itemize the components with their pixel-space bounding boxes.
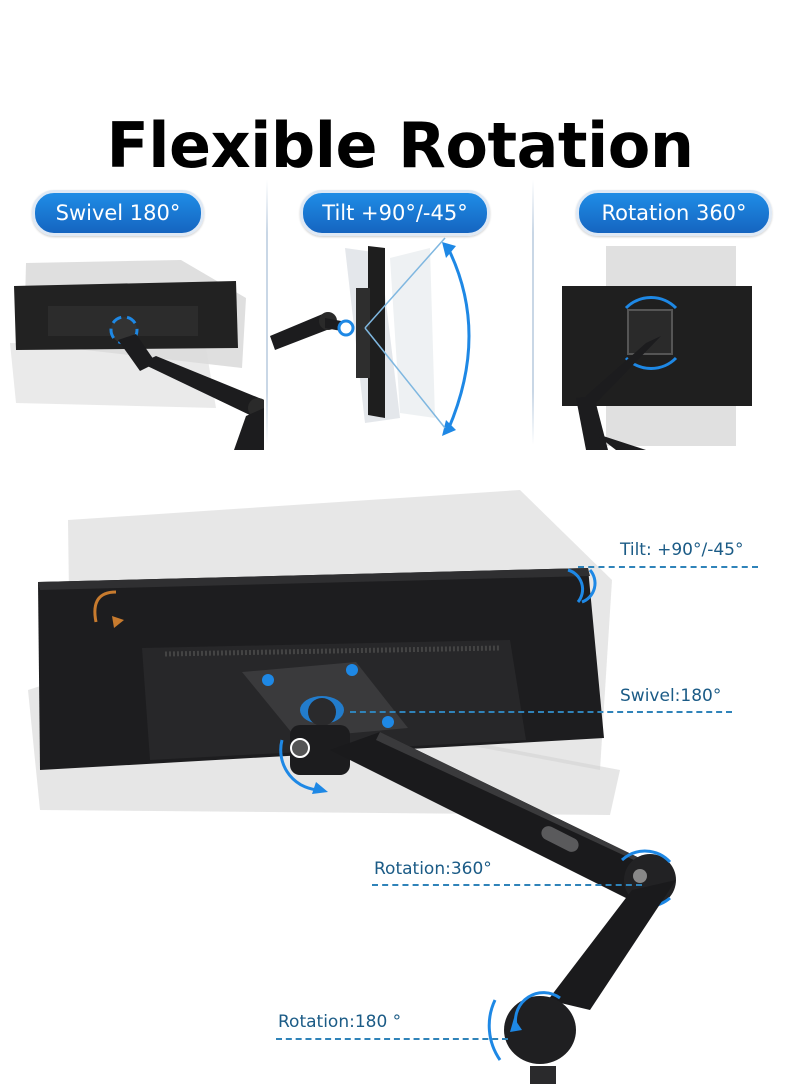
panel-divider <box>532 180 534 445</box>
upper-arm <box>330 732 660 900</box>
rotation180-callout-line <box>276 1038 508 1040</box>
panel-divider <box>266 180 268 445</box>
swivel-illustration <box>10 260 264 450</box>
panel-rotation: Rotation 360° <box>536 168 800 450</box>
panel-swivel: Swivel 180° <box>6 168 264 450</box>
swivel-callout-label: Swivel:180° <box>620 686 722 706</box>
monitor-arm-illustration <box>28 490 676 1084</box>
panel-tilt: Tilt +90°/-45° <box>270 168 530 450</box>
tilt-callout-line <box>578 566 758 568</box>
tilt-callout-label: Tilt: +90°/-45° <box>620 540 744 560</box>
rotation-illustration <box>562 246 752 450</box>
tilt-illustration <box>270 237 471 436</box>
tilt-badge: Tilt +90°/-45° <box>300 190 490 236</box>
desk-clamp <box>504 996 576 1064</box>
rotation180-callout-label: Rotation:180 ° <box>278 1012 402 1032</box>
rotation360-callout-line <box>372 884 642 886</box>
rotation-badge: Rotation 360° <box>576 190 772 236</box>
swivel-badge: Swivel 180° <box>32 190 204 236</box>
lower-arm <box>548 880 676 1010</box>
rotation360-callout-label: Rotation:360° <box>374 859 492 879</box>
swivel-callout-line <box>350 711 732 713</box>
